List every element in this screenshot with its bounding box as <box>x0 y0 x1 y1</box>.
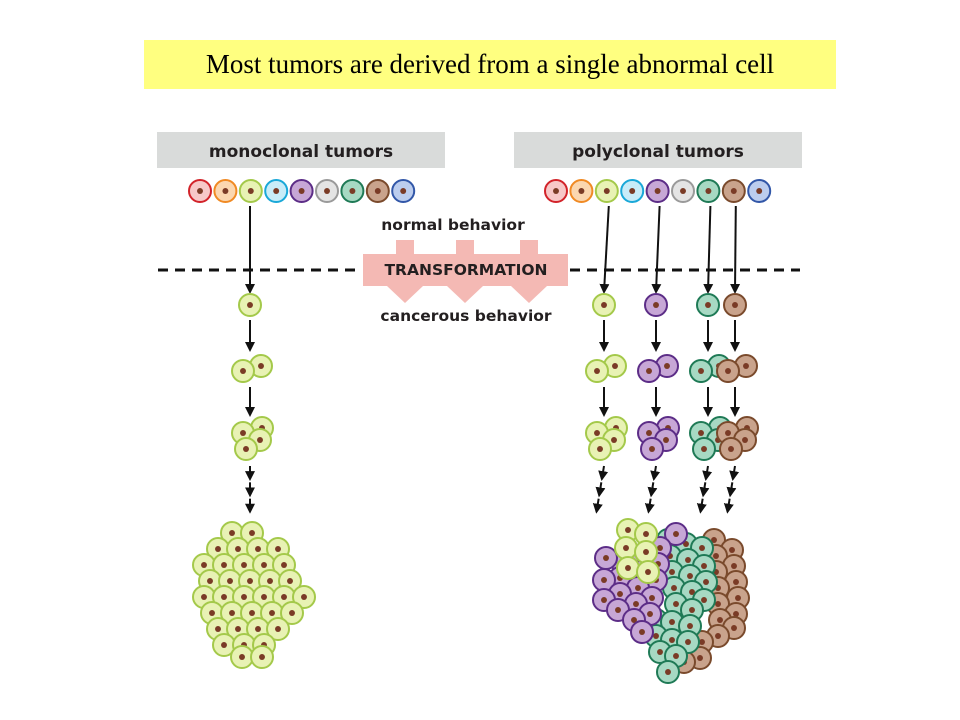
normal-cell-orange <box>569 179 594 203</box>
cell-purple <box>630 620 654 644</box>
cell-green <box>692 437 716 461</box>
polyclonal-green-stage-1 <box>696 293 720 317</box>
cell-yellow-green <box>234 437 258 461</box>
polyclonal-arrow-brown <box>730 205 741 294</box>
normal-cell-blue <box>747 179 772 203</box>
cell-yellow-green <box>616 556 640 580</box>
cell-yellow-green <box>602 428 626 452</box>
normal-cell-yellow-green <box>238 179 263 203</box>
cell-yellow-green <box>230 645 254 669</box>
cell-yellow-green <box>292 585 316 609</box>
polyclonal-arrow-brown <box>729 465 740 482</box>
normal-behavior-label: normal behavior <box>381 216 525 234</box>
cell-yellow-green <box>250 645 274 669</box>
transformation-arrows <box>363 240 568 303</box>
normal-cell-orange <box>213 179 238 203</box>
polyclonal-arrow-green <box>699 482 710 498</box>
cell-yellow-green <box>585 359 609 383</box>
cell-brown <box>719 437 743 461</box>
polyclonal-arrow-yellow-green <box>598 465 609 482</box>
normal-cell-red <box>544 179 568 203</box>
polyclonal-arrow-green <box>696 498 707 514</box>
polyclonal-arrow-yellow-green <box>599 205 610 294</box>
polyclonal-arrow-green <box>702 465 713 482</box>
cell-yellow-green <box>614 536 638 560</box>
polyclonal-yellow-green-stage-3 <box>585 416 628 461</box>
monoclonal-stage-1 <box>238 293 262 317</box>
cell-purple <box>637 359 661 383</box>
polyclonal-arrow-purple <box>644 498 655 514</box>
cell-yellow-green <box>588 437 612 461</box>
normal-cell-green <box>696 179 721 203</box>
lineage-arrows <box>245 205 741 514</box>
cell-green <box>689 359 713 383</box>
cell-yellow-green <box>634 540 658 564</box>
normal-cell-brown <box>721 179 746 203</box>
normal-cell-green <box>340 179 365 203</box>
cell-purple <box>644 293 668 317</box>
polyclonal-arrow-brown <box>723 498 734 514</box>
normal-cell-gray <box>315 179 339 203</box>
cell-purple <box>664 522 688 546</box>
cell-green <box>696 293 720 317</box>
polyclonal-purple-stage-1 <box>644 293 668 317</box>
polyclonal-yellow-green-stage-1 <box>592 293 616 317</box>
normal-cell-yellow-green <box>594 179 619 203</box>
polyclonal-purple-stage-2 <box>637 354 679 383</box>
cell-yellow-green <box>249 354 273 378</box>
monoclonal-stage-3 <box>231 416 274 461</box>
normal-cell-gray <box>671 179 695 203</box>
cell-yellow-green <box>592 293 616 317</box>
polyclonal-yellow-green-stage-2 <box>585 354 627 383</box>
cell-yellow-green <box>238 293 262 317</box>
cell-purple <box>640 437 664 461</box>
polyclonal-brown-stage-3 <box>716 416 759 461</box>
polyclonal-header-box <box>514 132 802 168</box>
monoclonal-header: monoclonal tumors <box>209 142 393 162</box>
monoclonal-header-box <box>157 132 445 168</box>
polyclonal-arrow-green <box>703 205 714 294</box>
cell-yellow-green <box>280 601 304 625</box>
polyclonal-arrow-purple <box>647 482 658 498</box>
polyclonal-header: polyclonal tumors <box>572 142 744 162</box>
polyclonal-arrow-yellow-green <box>595 482 606 498</box>
cell-purple <box>594 546 618 570</box>
cell-groups <box>188 179 772 684</box>
normal-cell-brown <box>365 179 390 203</box>
cell-green <box>656 660 680 684</box>
polyclonal-tumor-mass <box>592 518 750 684</box>
transformation-label: TRANSFORMATION <box>384 261 547 279</box>
monoclonal-normal-cell-row <box>188 179 416 203</box>
polyclonal-arrow-purple <box>650 465 661 482</box>
title-banner: Most tumors are derived from a single ab… <box>144 40 836 89</box>
cell-brown <box>716 359 740 383</box>
cell-yellow-green <box>636 560 660 584</box>
slide-title: Most tumors are derived from a single ab… <box>205 49 775 79</box>
normal-cell-purple <box>645 179 670 203</box>
normal-cell-cyan <box>264 179 289 203</box>
polyclonal-brown-stage-2 <box>716 354 758 383</box>
monoclonal-tumor-mass <box>192 521 316 669</box>
normal-cell-purple <box>289 179 314 203</box>
cancerous-behavior-label: cancerous behavior <box>380 307 551 325</box>
polyclonal-normal-cell-row <box>544 179 772 203</box>
normal-cell-cyan <box>620 179 645 203</box>
polyclonal-arrow-brown <box>726 482 737 498</box>
cell-brown <box>723 293 747 317</box>
polyclonal-arrow-purple <box>651 205 662 294</box>
monoclonal-stage-2 <box>231 354 273 383</box>
polyclonal-brown-stage-1 <box>723 293 747 317</box>
normal-cell-red <box>188 179 212 203</box>
cell-yellow-green <box>231 359 255 383</box>
polyclonal-purple-stage-3 <box>637 416 680 461</box>
polyclonal-arrow-yellow-green <box>592 498 603 514</box>
normal-cell-blue <box>391 179 416 203</box>
cell-yellow-green <box>266 617 290 641</box>
